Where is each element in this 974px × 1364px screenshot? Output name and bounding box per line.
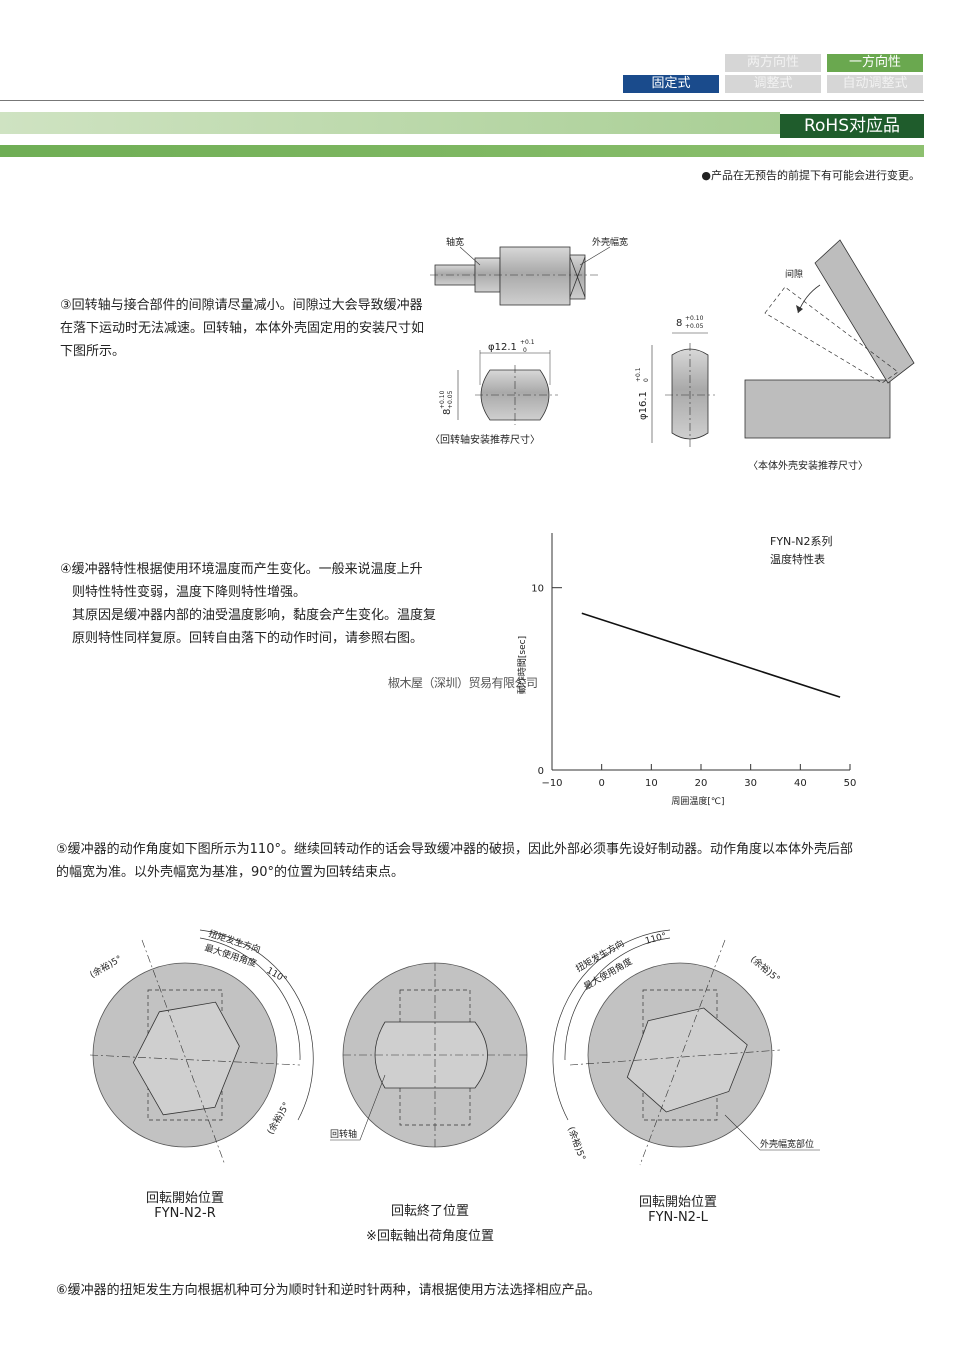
svg-text:+0.10: +0.10 bbox=[685, 315, 704, 322]
left-angle-value: 110° bbox=[265, 966, 289, 986]
gap-illustration: 间隙 〈本体外壳安装推荐尺寸〉 bbox=[744, 239, 915, 472]
section4-line-2: 则特性特性变弱，温度下降则特性增强。 bbox=[72, 585, 307, 600]
caption-left-line1: 回転開始位置 bbox=[145, 1191, 224, 1206]
label-case-width-part: 外壳幅宽部位 bbox=[760, 1138, 814, 1150]
section4-line-1: ④缓冲器特性根据使用环境温度而产生变化。一般来说温度上升 bbox=[60, 562, 423, 577]
caption-shaft-mounting: 〈回转轴安装推荐尺寸〉 bbox=[430, 433, 540, 446]
chart-subtitle: 温度特性表 bbox=[770, 552, 825, 566]
svg-text:0: 0 bbox=[523, 347, 527, 354]
section3-line-3: 下图所示。 bbox=[60, 344, 126, 359]
diagram-rotation-end: 回转轴 bbox=[330, 962, 528, 1148]
y-tick-label: 10 bbox=[531, 584, 544, 595]
x-tick-label: 10 bbox=[645, 778, 658, 789]
tag-adjustable: 调整式 bbox=[725, 75, 821, 93]
series-line bbox=[581, 612, 841, 698]
svg-text:+0.05: +0.05 bbox=[685, 323, 704, 330]
right-margin-top: (余裕)5° bbox=[748, 953, 783, 985]
section5-line-2: 的幅宽为准。以外壳幅宽为基准，90°的位置为回转结束点。 bbox=[56, 865, 405, 880]
caption-left-line2: FYN-N2-R bbox=[154, 1206, 216, 1221]
section4-text: ④缓冲器特性根据使用环境温度而产生变化。一般来说温度上升 则特性特性变弱，温度下… bbox=[60, 558, 500, 650]
label-case-width: 外壳幅宽 bbox=[592, 236, 628, 248]
section4-line-3: 其原因是缓冲器内部的油受温度影响，黏度会产生变化。温度复 bbox=[72, 608, 437, 623]
rotation-angle-diagrams: 扭矩发生方向 最大使用角度 110° (余裕)5° (余裕)5° 回转轴 扭矩发… bbox=[88, 927, 820, 1166]
watermark-text: 椒木屋（深圳）贸易有限公司 bbox=[388, 676, 538, 690]
caption-right-line2: FYN-N2-L bbox=[648, 1210, 708, 1225]
caption-center-line1: 回転終了位置 bbox=[390, 1204, 469, 1219]
left-margin-top: (余裕)5° bbox=[88, 953, 125, 981]
header-band-dark bbox=[0, 145, 924, 157]
caption-case-mounting: 〈本体外壳安装推荐尺寸〉 bbox=[748, 459, 868, 472]
x-tick-label: 30 bbox=[744, 778, 757, 789]
case-mounting-view: 8 +0.10 +0.05 φ16.1 +0.1 0 bbox=[635, 315, 715, 447]
tag-unidirectional: 一方向性 bbox=[827, 54, 923, 72]
section5-text: ⑤缓冲器的动作角度如下图所示为110°。继续回转动作的话会导致缓冲器的破损，因此… bbox=[56, 838, 956, 884]
section6-text: ⑥缓冲器的扭矩发生方向根据机种可分为顺时针和逆时针两种，请根据使用方法选择相应产… bbox=[56, 1283, 601, 1298]
section5-line-1: ⑤缓冲器的动作角度如下图所示为110°。继续回转动作的话会导致缓冲器的破损，因此… bbox=[56, 842, 853, 857]
caption-center-line2: ※回転軸出荷角度位置 bbox=[366, 1229, 494, 1244]
header-band-light bbox=[0, 112, 780, 134]
tag-auto-adjustable: 自动调整式 bbox=[827, 75, 923, 93]
section4-line-4: 原则特性同样复原。回转自由落下的动作时间，请参照右图。 bbox=[72, 631, 424, 646]
dim-8-shaft: 8 bbox=[442, 409, 453, 415]
section3-line-1: ③回转轴与接合部件的间隙请尽量减小。间隙过大会导致缓冲器 bbox=[60, 298, 423, 313]
dim-8-case: 8 bbox=[676, 318, 682, 329]
svg-text:+0.05: +0.05 bbox=[447, 390, 454, 409]
header-rule bbox=[0, 100, 924, 101]
x-tick-label: 20 bbox=[695, 778, 708, 789]
right-margin-bottom: (余裕)5° bbox=[565, 1125, 588, 1162]
diagram-fyn-n2-r: 扭矩发生方向 最大使用角度 110° (余裕)5° (余裕)5° bbox=[88, 927, 314, 1166]
x-tick-label: 50 bbox=[844, 778, 857, 789]
x-tick-label: −10 bbox=[541, 778, 562, 789]
rohs-badge: RoHS对应品 bbox=[780, 114, 924, 138]
x-tick-label: 0 bbox=[598, 778, 604, 789]
shaft-mounting-view: φ12.1 +0.1 0 8 +0.10 +0.05 〈回转轴安装推荐尺寸〉 bbox=[430, 339, 558, 446]
label-rotation-shaft: 回转轴 bbox=[330, 1128, 357, 1140]
svg-text:+0.1: +0.1 bbox=[520, 339, 535, 346]
svg-text:+0.10: +0.10 bbox=[439, 390, 446, 409]
x-axis-label: 周囲温度[℃] bbox=[671, 795, 724, 807]
label-gap: 间隙 bbox=[785, 268, 803, 280]
dim-phi-16-1: φ16.1 bbox=[638, 391, 649, 420]
caption-right: 回転開始位置 FYN-N2-L bbox=[603, 1191, 753, 1225]
chart-title: FYN-N2系列 bbox=[770, 534, 832, 548]
x-tick-label: 40 bbox=[794, 778, 807, 789]
caption-left: 回転開始位置 FYN-N2-R bbox=[110, 1187, 260, 1221]
caption-center: 回転終了位置 ※回転軸出荷角度位置 bbox=[345, 1200, 515, 1244]
tag-fixed: 固定式 bbox=[623, 75, 719, 93]
tag-bidirectional: 两方向性 bbox=[725, 54, 821, 72]
label-shaft-width: 轴宽 bbox=[446, 236, 464, 248]
mounting-dimension-drawings: 轴宽 外壳幅宽 φ12.1 +0.1 0 8 +0.10 +0.05 〈回转轴安… bbox=[430, 236, 915, 472]
diagram-fyn-n2-l: 扭矩发生方向 最大使用角度 110° (余裕)5° (余裕)5° 外壳幅宽部位 bbox=[552, 929, 820, 1166]
left-margin-bottom: (余裕)5° bbox=[264, 1100, 292, 1137]
section3-line-2: 在落下运动时无法减速。回转轴，本体外壳固定用的安装尺寸如 bbox=[60, 321, 425, 336]
caption-right-line1: 回転開始位置 bbox=[638, 1195, 717, 1210]
notice-text: ●产品在无预告的前提下有可能会进行变更。 bbox=[701, 169, 920, 182]
y-axis-label: 動作時間[sec] bbox=[516, 636, 528, 694]
svg-text:+0.1: +0.1 bbox=[635, 367, 642, 382]
svg-text:0: 0 bbox=[643, 378, 650, 382]
damper-side-view: 轴宽 外壳幅宽 bbox=[430, 236, 628, 306]
y-tick-label: 0 bbox=[538, 766, 544, 777]
section3-text: ③回转轴与接合部件的间隙请尽量减小。间隙过大会导致缓冲器 在落下运动时无法减速。… bbox=[60, 294, 490, 363]
dim-phi-12-1: φ12.1 bbox=[488, 342, 517, 353]
